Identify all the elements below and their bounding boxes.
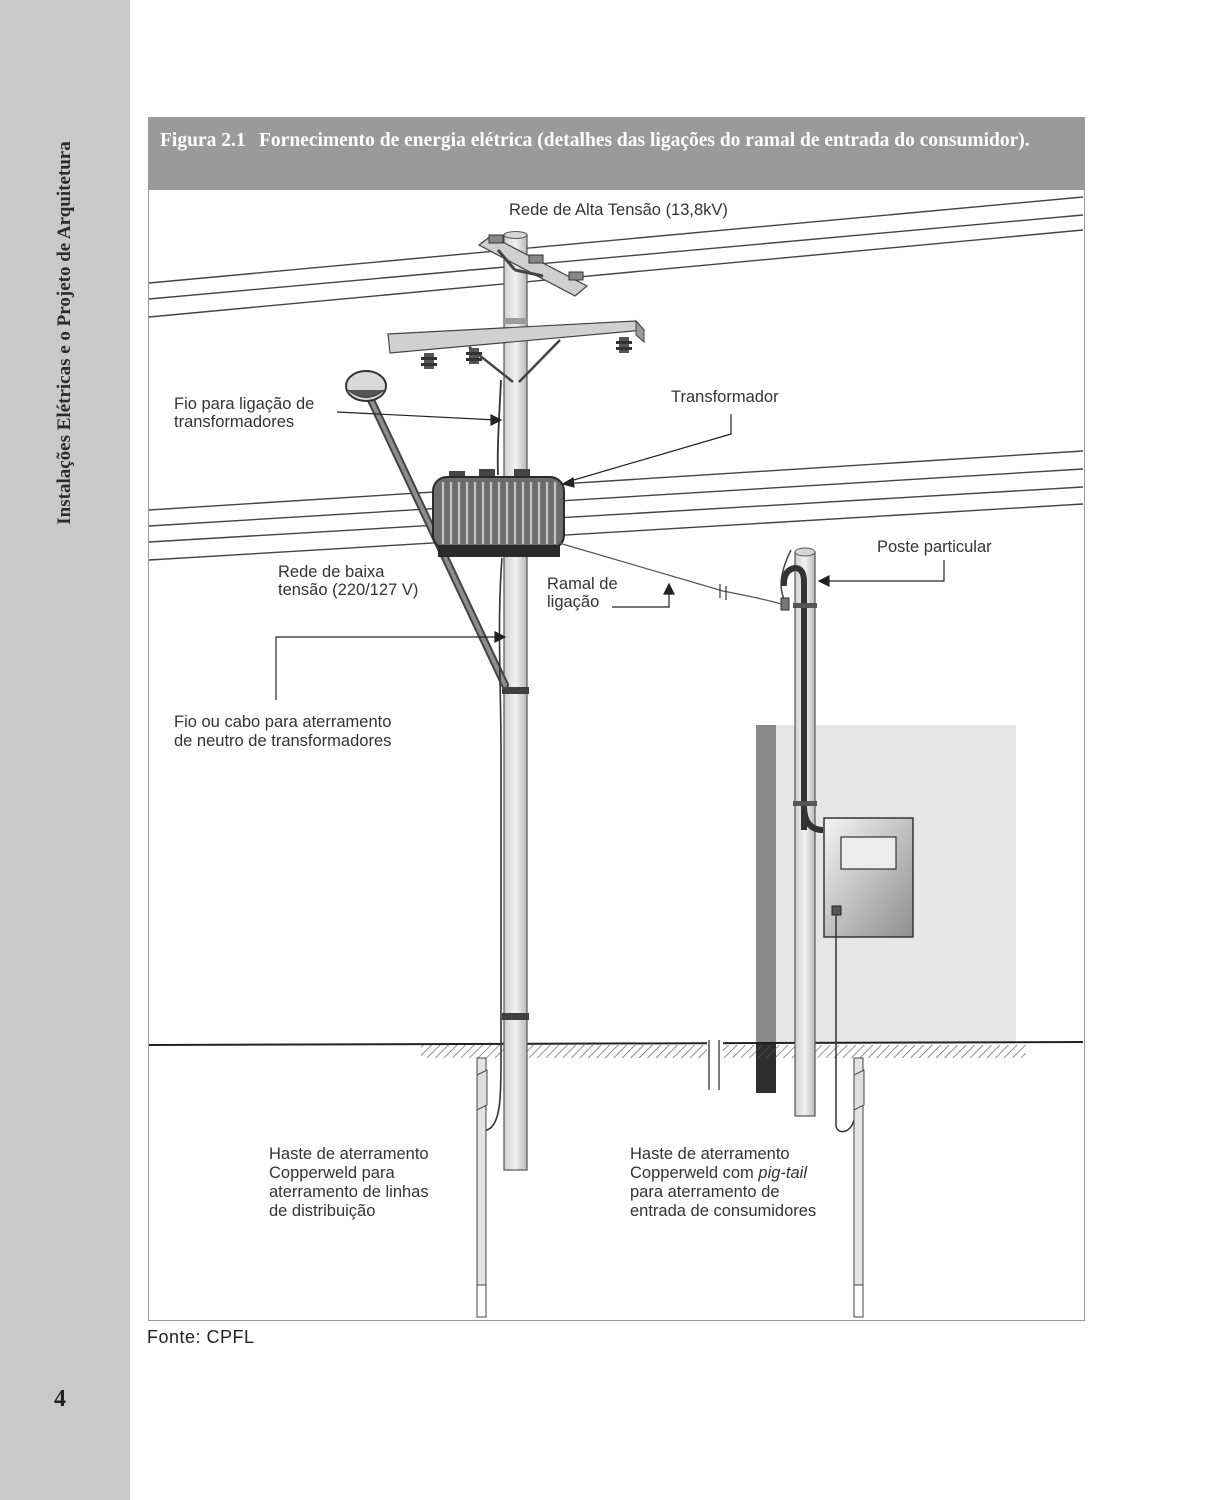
transformer-feed-wire xyxy=(496,379,502,476)
figure-source: Fonte: CPFL xyxy=(147,1327,255,1347)
insulator-icon xyxy=(488,234,504,244)
label-neutral-ground: de neutro de transformadores xyxy=(174,732,391,750)
label-transformer-wire: transformadores xyxy=(174,413,294,431)
ground-line xyxy=(149,1041,1083,1046)
insulator-icon xyxy=(421,353,437,369)
label-ground-rod-right: entrada de consumidores xyxy=(630,1202,816,1220)
leader-lines xyxy=(275,411,945,700)
meter-box xyxy=(823,817,914,938)
distribution-pole xyxy=(503,234,528,1171)
label-transformer: Transformador xyxy=(671,388,779,406)
private-pole xyxy=(780,547,824,1117)
label-ground-rod-left: de distribuição xyxy=(269,1202,375,1220)
label-ground-rod-left: Haste de aterramento xyxy=(269,1145,429,1163)
running-head: Instalações Elétricas e o Projeto de Arq… xyxy=(54,141,75,525)
label-transformer-wire: Fio para ligação de xyxy=(174,395,314,413)
ground-rod-left xyxy=(476,1057,488,1318)
label-ground-rod-right: Copperweld com pig-tail xyxy=(630,1164,808,1182)
service-drop xyxy=(558,542,782,605)
insulator-icon xyxy=(568,271,584,281)
wall-edge xyxy=(756,725,776,1043)
power-supply-illustration: Rede de Alta Tensão (13,8kV) Fio para li… xyxy=(149,196,1083,1318)
meter-window xyxy=(840,836,897,870)
high-voltage-wires xyxy=(149,196,1083,318)
pole-clamp-upper xyxy=(502,687,529,694)
figure-number: Figura 2.1 xyxy=(160,130,246,151)
insulator-icon xyxy=(616,337,632,353)
lower-crossarm xyxy=(387,319,646,383)
label-ground-rod-right-text: Copperweld com xyxy=(630,1164,758,1182)
insulator-icon xyxy=(528,254,544,264)
label-neutral-ground: Fio ou cabo para aterramento xyxy=(174,713,391,731)
transformer xyxy=(432,469,565,557)
pole-clamp-lower xyxy=(502,1013,529,1020)
page-number: 4 xyxy=(54,1386,66,1412)
side-band xyxy=(0,0,130,1500)
label-service-drop: ligação xyxy=(547,593,599,611)
label-ground-rod-right: Haste de aterramento xyxy=(630,1145,790,1163)
label-ground-rod-left: Copperweld para xyxy=(269,1164,395,1182)
label-ground-rod-right: para aterramento de xyxy=(630,1183,780,1201)
label-ground-rod-left: aterramento de linhas xyxy=(269,1183,429,1201)
label-high-voltage: Rede de Alta Tensão (13,8kV) xyxy=(509,201,728,219)
label-private-pole: Poste particular xyxy=(877,538,992,556)
label-low-voltage: tensão (220/127 V) xyxy=(278,581,418,599)
lamp-icon xyxy=(345,370,387,402)
upper-crossarm xyxy=(477,234,589,297)
ground-rod-right xyxy=(853,1057,865,1318)
label-service-drop: Ramal de xyxy=(547,575,618,593)
label-low-voltage: Rede de baixa xyxy=(278,563,385,581)
insulator-icon xyxy=(466,348,482,364)
low-voltage-wires xyxy=(149,450,1083,561)
ground-hatch xyxy=(421,1045,1026,1058)
label-pig-tail: pig-tail xyxy=(757,1164,808,1182)
figure-caption: Figura 2.1 Fornecimento de energia elétr… xyxy=(149,118,1084,190)
figure-title: Fornecimento de energia elétrica (detalh… xyxy=(259,130,1030,151)
figure: Figura 2.1 Fornecimento de energia elétr… xyxy=(148,117,1085,1321)
